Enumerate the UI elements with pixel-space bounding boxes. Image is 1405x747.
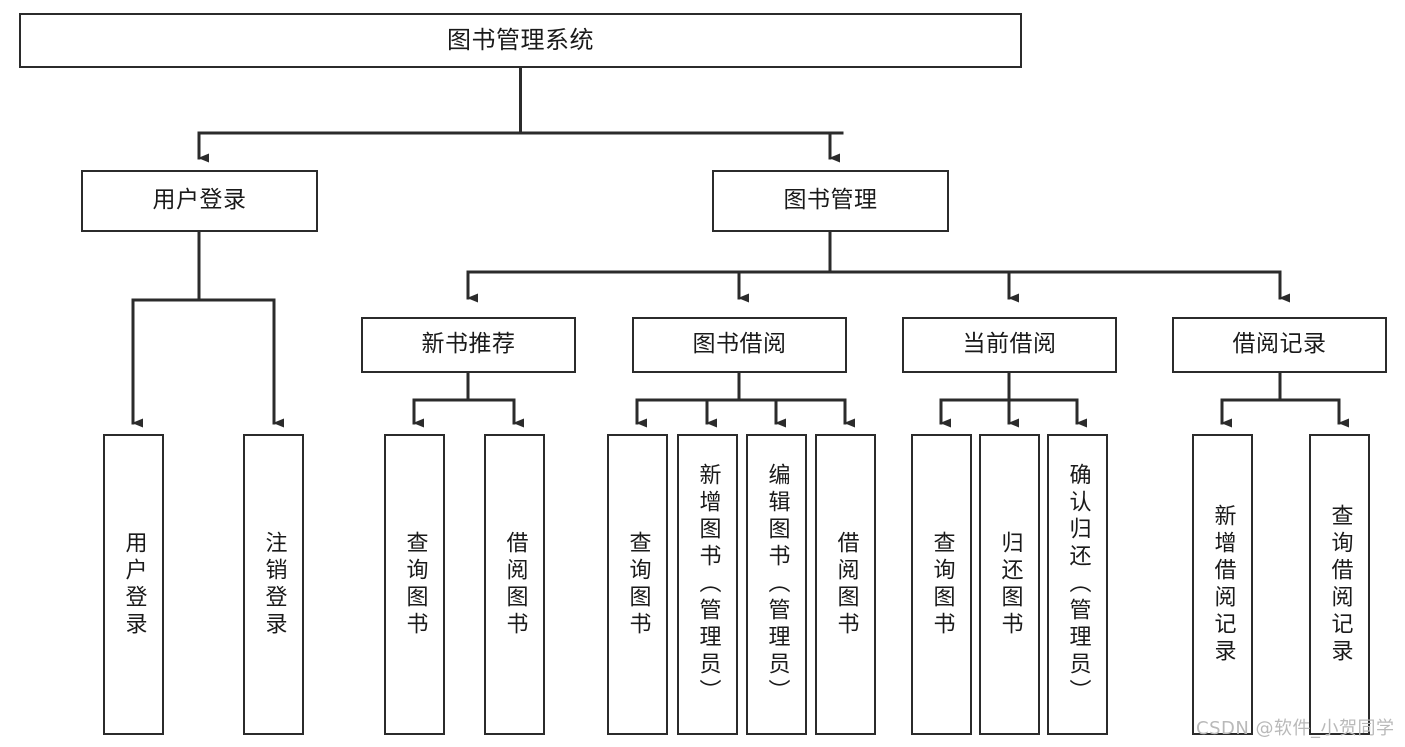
node-leaf-edit-book-label: 编辑图书（管理员） [764, 463, 790, 706]
node-leaf-add-book-label: 新增图书（管理员） [695, 463, 721, 706]
node-user-login-label: 用户登录 [152, 187, 247, 214]
node-leaf-add-record[interactable]: 新增借阅记录 [1192, 434, 1253, 735]
node-leaf-query-book-2-label: 查询图书 [625, 530, 651, 639]
node-leaf-borrow-book-1-label: 借阅图书 [502, 530, 528, 639]
node-leaf-user-login[interactable]: 用户登录 [103, 434, 164, 735]
node-book-borrow[interactable]: 图书借阅 [632, 317, 847, 373]
node-borrow-record[interactable]: 借阅记录 [1172, 317, 1387, 373]
node-root-label: 图书管理系统 [447, 26, 594, 55]
node-leaf-query-book-3[interactable]: 查询图书 [911, 434, 972, 735]
node-leaf-add-book[interactable]: 新增图书（管理员） [677, 434, 738, 735]
node-leaf-edit-book[interactable]: 编辑图书（管理员） [746, 434, 807, 735]
node-current-borrow-label: 当前借阅 [962, 331, 1057, 358]
node-leaf-query-record-label: 查询借阅记录 [1327, 503, 1353, 666]
node-leaf-query-book-1[interactable]: 查询图书 [384, 434, 445, 735]
node-leaf-confirm-return[interactable]: 确认归还（管理员） [1047, 434, 1108, 735]
node-leaf-query-book-1-label: 查询图书 [402, 530, 428, 639]
node-user-login[interactable]: 用户登录 [81, 170, 318, 232]
node-leaf-return-book-label: 归还图书 [997, 530, 1023, 639]
node-leaf-return-book[interactable]: 归还图书 [979, 434, 1040, 735]
node-leaf-confirm-return-label: 确认归还（管理员） [1065, 463, 1091, 706]
node-leaf-query-book-3-label: 查询图书 [929, 530, 955, 639]
node-leaf-borrow-book-1[interactable]: 借阅图书 [484, 434, 545, 735]
node-borrow-record-label: 借阅记录 [1232, 331, 1327, 358]
node-new-book-rec[interactable]: 新书推荐 [361, 317, 576, 373]
node-book-manage-label: 图书管理 [783, 187, 878, 214]
node-book-borrow-label: 图书借阅 [692, 331, 787, 358]
node-leaf-add-record-label: 新增借阅记录 [1210, 503, 1236, 666]
node-leaf-query-book-2[interactable]: 查询图书 [607, 434, 668, 735]
node-leaf-user-login-label: 用户登录 [121, 530, 147, 639]
node-new-book-rec-label: 新书推荐 [421, 331, 516, 358]
node-leaf-logout[interactable]: 注销登录 [243, 434, 304, 735]
node-leaf-query-record[interactable]: 查询借阅记录 [1309, 434, 1370, 735]
node-leaf-borrow-book-2[interactable]: 借阅图书 [815, 434, 876, 735]
node-leaf-borrow-book-2-label: 借阅图书 [833, 530, 859, 639]
node-leaf-logout-label: 注销登录 [261, 530, 287, 639]
node-book-manage[interactable]: 图书管理 [712, 170, 949, 232]
node-root[interactable]: 图书管理系统 [19, 13, 1022, 68]
node-current-borrow[interactable]: 当前借阅 [902, 317, 1117, 373]
